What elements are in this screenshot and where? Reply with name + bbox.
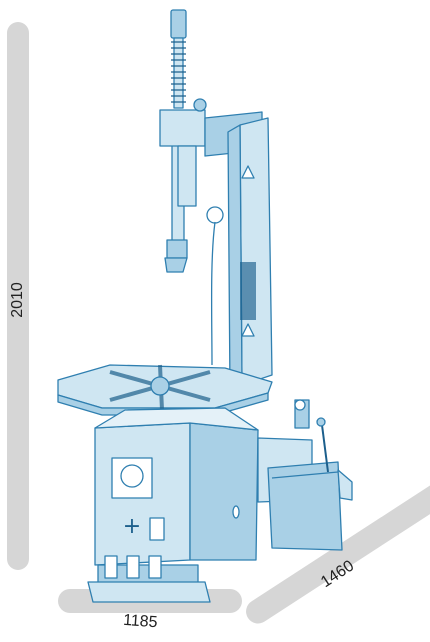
depth-dimension-label: 1185: [123, 612, 159, 631]
height-dimension-bar: [7, 22, 29, 570]
svg-text:+: +: [123, 514, 141, 539]
main-column: [206, 117, 273, 393]
turntable: [57, 364, 273, 416]
height-dimension-label: 2010: [9, 282, 26, 318]
bead-breaker-arm: [257, 399, 353, 551]
tire-changer-machine-image: +: [57, 9, 353, 603]
foot-pedals: [87, 555, 211, 603]
width-dimension-bar: [246, 481, 430, 624]
machine-base: +: [94, 407, 259, 566]
